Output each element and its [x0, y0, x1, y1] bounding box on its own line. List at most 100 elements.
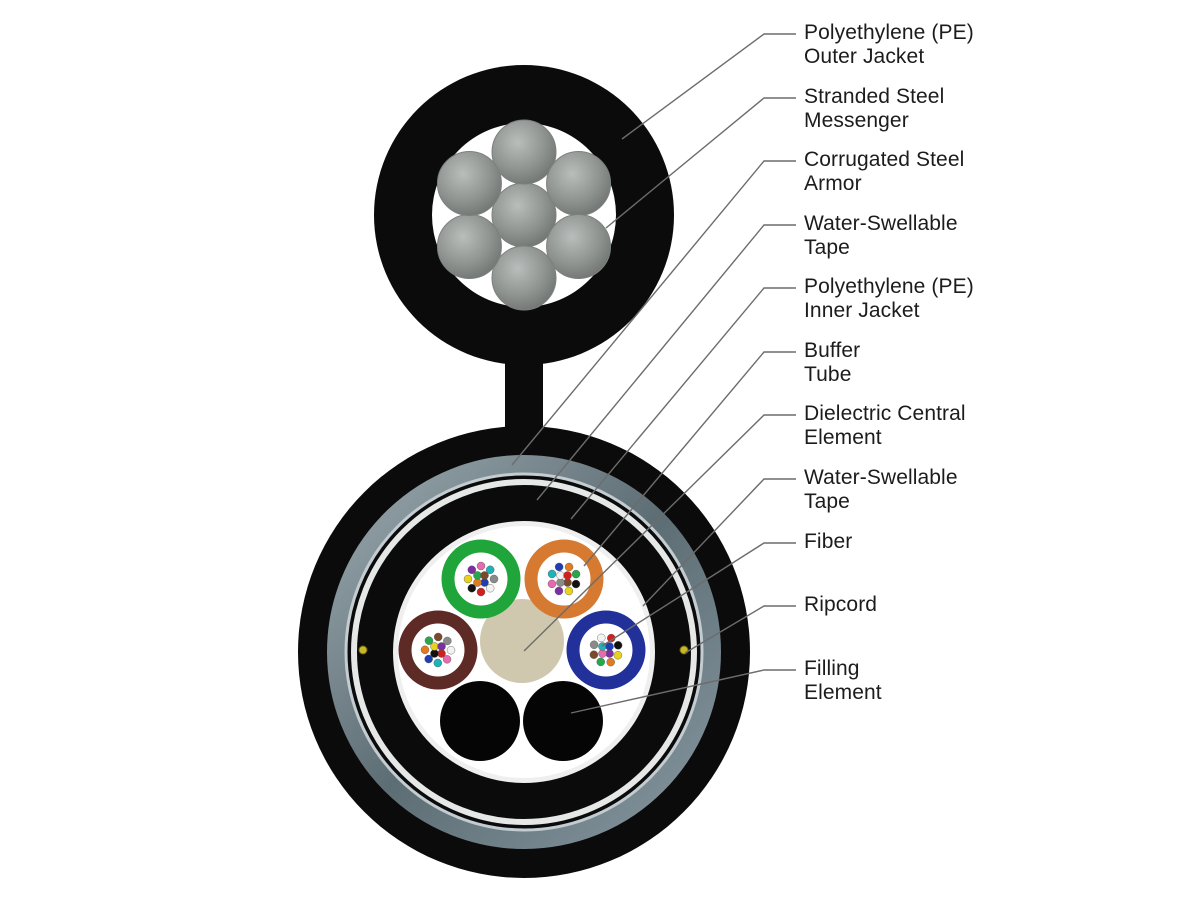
- optical-fiber: [443, 636, 452, 646]
- optical-fiber: [605, 649, 614, 658]
- dielectric-central-element: [480, 599, 564, 683]
- buffer-tube-interior: [455, 553, 507, 605]
- optical-fiber: [467, 565, 477, 575]
- optical-fiber: [556, 571, 565, 580]
- buffer-tube-wall: [566, 610, 646, 690]
- leader-line: [605, 97, 796, 229]
- leader-line: [570, 287, 796, 520]
- label-line: Stranded Steel: [804, 85, 945, 108]
- label-line: Tape: [804, 235, 850, 259]
- steel-wire: [491, 119, 557, 185]
- optical-fiber: [442, 655, 452, 664]
- buffer-tube-interior: [580, 624, 632, 676]
- label-fiber: Fiber: [804, 530, 852, 554]
- water-swellable-tape-outer: [351, 479, 697, 825]
- ripcord-left: [358, 645, 368, 655]
- label-line: Polyethylene (PE): [804, 275, 974, 298]
- label-line: Corrugated Steel: [804, 148, 965, 171]
- optical-fiber: [563, 578, 572, 587]
- messenger-section: [374, 65, 674, 460]
- leader-line: [511, 160, 796, 466]
- filling-element-right: [523, 681, 603, 761]
- label-line: Polyethylene (PE): [804, 21, 974, 44]
- steel-wire: [491, 245, 557, 311]
- optical-fiber: [463, 574, 473, 584]
- optical-fiber: [563, 571, 572, 580]
- optical-fiber: [564, 586, 574, 596]
- label-ripcord: Ripcord: [804, 593, 877, 617]
- optical-fiber: [485, 583, 495, 593]
- optical-fiber: [598, 649, 607, 658]
- steel-wire: [436, 151, 502, 216]
- label-buffer-tube: Buffer Tube: [804, 339, 860, 386]
- label-outer-jacket: Polyethylene (PE) Outer Jacket: [804, 21, 974, 68]
- label-line: Messenger: [804, 108, 909, 132]
- optical-fiber: [437, 642, 446, 651]
- label-line: Element: [804, 425, 882, 449]
- steel-wire: [436, 214, 502, 279]
- leader-line: [583, 351, 796, 567]
- leader-line: [523, 414, 796, 652]
- optical-fiber: [606, 657, 615, 667]
- steel-wire: [491, 182, 557, 248]
- label-line: Armor: [804, 171, 862, 195]
- leader-line: [621, 33, 796, 140]
- filling-element-left: [440, 681, 520, 761]
- optical-fiber: [613, 641, 623, 650]
- optical-fiber: [571, 569, 581, 579]
- leader-line: [684, 605, 796, 654]
- optical-fiber: [589, 650, 599, 659]
- leader-line: [536, 224, 796, 501]
- optical-fiber: [480, 571, 489, 580]
- label-line: Water-Swellable: [804, 466, 958, 489]
- optical-fiber: [476, 561, 486, 571]
- buffer-tubes: [398, 539, 646, 690]
- label-water-swellable-tape-outer: Water-Swellable Tape: [804, 212, 958, 259]
- buffer-tube-interior: [538, 553, 590, 605]
- label-dielectric-central-element: Dielectric Central Element: [804, 402, 966, 449]
- optical-fiber: [424, 636, 434, 645]
- label-line: Inner Jacket: [804, 298, 920, 322]
- optical-fiber: [467, 583, 477, 593]
- label-line: Buffer: [804, 339, 861, 362]
- optical-fiber: [597, 633, 606, 643]
- optical-fiber: [489, 574, 499, 584]
- optical-fiber: [476, 587, 486, 597]
- optical-fiber: [589, 640, 599, 649]
- leader-line: [642, 478, 796, 607]
- optical-fiber: [433, 632, 443, 642]
- label-stranded-steel-messenger: Stranded Steel Messenger: [804, 85, 944, 132]
- buffer-tube-wall: [441, 539, 521, 619]
- steel-wire: [546, 214, 612, 279]
- label-line: Outer Jacket: [804, 44, 925, 68]
- optical-fiber: [613, 651, 623, 660]
- optical-fiber: [596, 657, 605, 667]
- label-line: Element: [804, 680, 882, 704]
- leader-line: [601, 542, 796, 647]
- optical-fiber: [554, 586, 564, 596]
- label-line: Tube: [804, 362, 852, 386]
- optical-fiber: [556, 578, 565, 587]
- armor-highlight: [344, 472, 704, 832]
- leader-lines: [511, 33, 796, 714]
- optical-fiber: [547, 579, 557, 589]
- optical-fiber: [485, 565, 495, 575]
- ripcord-right: [679, 645, 689, 655]
- optical-fiber: [433, 658, 443, 668]
- label-line: Ripcord: [804, 593, 878, 616]
- optical-fiber: [564, 562, 574, 572]
- leader-line: [570, 669, 796, 714]
- buffer-tube-wall: [398, 610, 478, 690]
- label-line: Water-Swellable: [804, 212, 958, 235]
- main-cable-section: [298, 426, 750, 878]
- label-line: Tape: [804, 489, 850, 513]
- steel-wire: [546, 151, 612, 216]
- optical-fiber: [446, 645, 456, 655]
- optical-fiber: [554, 562, 564, 572]
- corrugated-steel-armor: [327, 455, 721, 849]
- label-filling-element: Filling Element: [804, 657, 882, 704]
- label-corrugated-steel-armor: Corrugated Steel Armor: [804, 148, 964, 195]
- stranded-steel-wires: [436, 119, 612, 311]
- optical-fiber: [424, 654, 433, 664]
